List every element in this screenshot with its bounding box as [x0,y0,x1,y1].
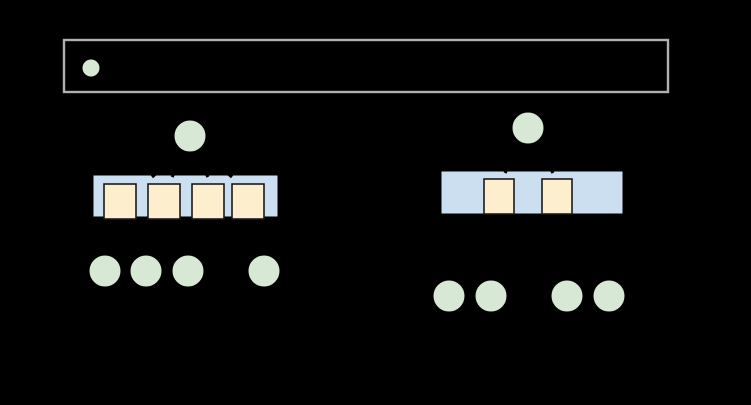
ellipse-node-layer [81,58,626,313]
leaf-node-LL4[interactable] [247,254,281,288]
parent-node-L0[interactable] [173,119,207,153]
rect-node-LR1[interactable] [103,183,137,220]
edge-e-R0-RR2 [534,142,555,174]
edge-e-L0-LR1 [150,149,183,179]
frame-node-f1[interactable] [81,58,101,78]
edge-e-RR1-RL1 [490,213,502,225]
cluster-box-cluster-right [441,171,623,214]
rect-node-LR2[interactable] [147,183,181,220]
leaf-node-LL1[interactable] [88,254,122,288]
parent-node-R0[interactable] [511,111,545,145]
leaf-node-LL3[interactable] [171,254,205,288]
rect-node-layer [103,178,573,220]
rect-node-LR3[interactable] [191,183,225,220]
leaf-node-RL2[interactable] [474,279,508,313]
frame-layer [62,38,670,94]
edge-e-L0-LR4 [199,148,234,179]
top-frame-box [62,38,670,94]
rect-node-RR1[interactable] [483,178,515,215]
edge-e-R0-RR1 [503,142,523,174]
edge-e-L0-LR3 [193,151,210,178]
leaf-node-RL3[interactable] [550,279,584,313]
rect-node-RR2[interactable] [541,178,573,215]
rect-node-LR4[interactable] [231,183,265,220]
edge-e-RR2-RL3 [556,213,568,225]
leaf-node-RL4[interactable] [592,279,626,313]
leaf-node-RL1[interactable] [432,279,466,313]
edge-e-L0-LR2 [170,151,188,178]
leaf-node-LL2[interactable] [129,254,163,288]
